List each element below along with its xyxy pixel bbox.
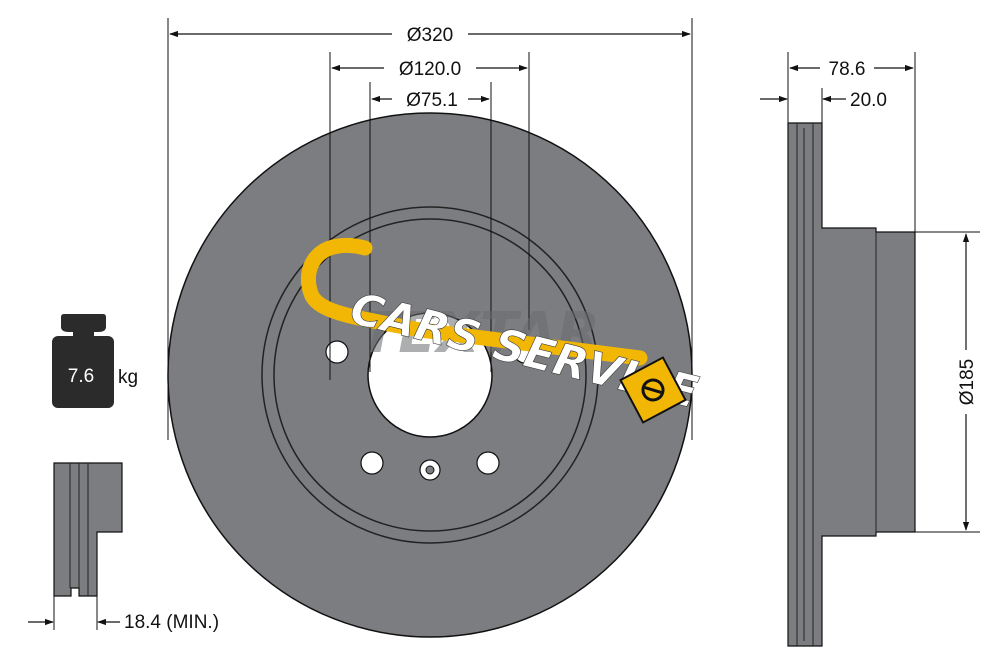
dimension-disc-thickness: 20.0 [760, 88, 887, 123]
min-thickness-detail: 18.4 (MIN.) [28, 462, 219, 633]
disc-hat-ring-outer [261, 206, 599, 544]
dimension-bolt-circle: Ø120.0 [329, 52, 530, 380]
disc-thickness-label: 20.0 [850, 90, 887, 111]
bolt-hole [476, 451, 500, 475]
dimension-outer-diameter: Ø320 [167, 18, 693, 440]
disc-hat-ring-inner [273, 218, 587, 532]
disc-side-view [787, 122, 916, 647]
overall-height-label: 78.6 [829, 59, 866, 80]
outer-diameter-label: Ø320 [407, 25, 453, 46]
locating-screw-hole [419, 459, 441, 481]
disc-side-profile [787, 122, 916, 647]
dimension-hat-diameter: Ø185 [915, 231, 980, 533]
bolt-hole [360, 451, 384, 475]
center-bore [367, 312, 493, 438]
logo-swoosh [300, 238, 648, 366]
bolt-hole [325, 340, 349, 364]
hat-diameter-label: Ø185 [957, 359, 978, 405]
weight-icon [52, 314, 114, 408]
dimension-center-bore: Ø75.1 [369, 82, 492, 372]
center-bore-label: Ø75.1 [406, 90, 458, 111]
weight-unit: kg [118, 367, 138, 388]
weight-indicator: 7.6 kg [52, 314, 138, 408]
weight-value: 7.6 [68, 366, 94, 387]
dimension-overall-height: 78.6 [787, 52, 916, 232]
bolt-circle-label: Ø120.0 [399, 59, 461, 80]
min-thickness-label: 18.4 (MIN.) [124, 612, 219, 633]
logo-badge-icon [619, 356, 687, 424]
